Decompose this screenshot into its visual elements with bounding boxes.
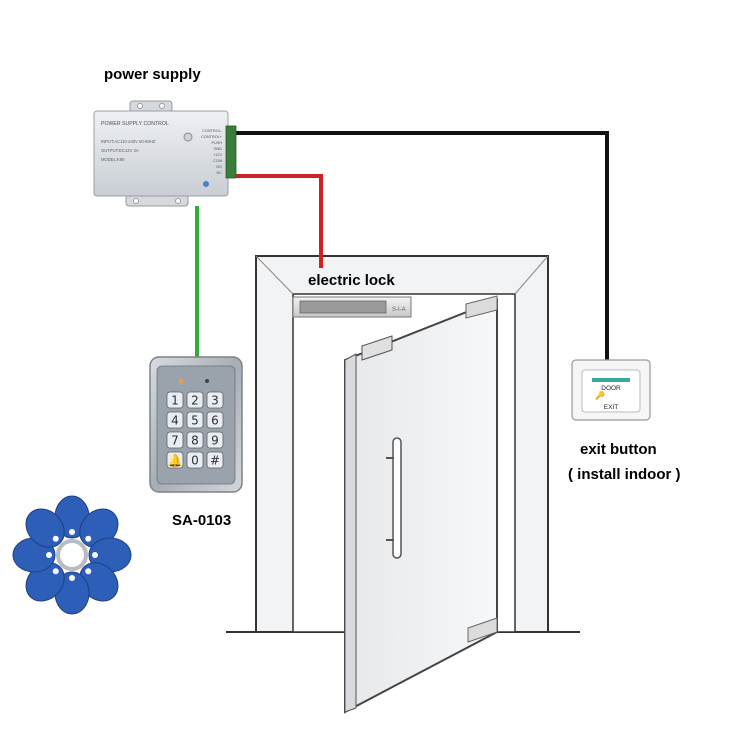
svg-text:MODEL:K80: MODEL:K80 (101, 157, 125, 162)
rfid-fob-icon (25, 508, 65, 548)
terminal-label: CONTROL- (202, 129, 223, 133)
terminal-label: NO (216, 165, 222, 169)
exit-plate-line2: EXIT (604, 404, 618, 411)
terminal-block (225, 125, 237, 179)
terminal-label: +12V (213, 153, 222, 157)
led-icon (179, 379, 183, 383)
led-icon (205, 379, 209, 383)
terminal-label: CONTROL+ (201, 135, 223, 139)
keypad-key[interactable] (206, 391, 224, 409)
keypad-key-label: 3 (211, 394, 219, 408)
label-keypad-model: SA-0103 (172, 512, 232, 529)
keypad-key-label: # (210, 454, 220, 468)
key-icon: 🔑 (595, 390, 605, 400)
keypad-key-label: 7 (171, 434, 179, 448)
keypad-key[interactable] (166, 411, 184, 429)
electric-lock-device: S-I-A (292, 296, 412, 318)
keypad-key[interactable] (206, 411, 224, 429)
armature-plate (361, 335, 393, 361)
svg-text:OUTPUT:DC12V 3A: OUTPUT:DC12V 3A (101, 148, 139, 153)
keypad-key-label: 2 (191, 394, 199, 408)
keypad-key-label: 5 (191, 414, 199, 428)
keypad-key-label: 9 (211, 434, 219, 448)
label-power-supply: power supply (104, 66, 201, 83)
door-handle (392, 437, 402, 559)
keypad-key[interactable] (166, 391, 184, 409)
exit-plate-line1: DOOR (601, 385, 621, 392)
adjust-knob-icon (183, 132, 193, 142)
wire-red (232, 174, 323, 268)
keypad-key[interactable] (186, 451, 204, 469)
keypad-key[interactable] (186, 391, 204, 409)
svg-text:S-I-A: S-I-A (392, 307, 406, 313)
keypad-key[interactable] (206, 451, 224, 469)
svg-text:INPUT:AC110-240V 50-60HZ: INPUT:AC110-240V 50-60HZ (101, 139, 156, 144)
power-supply-unit: POWER SUPPLY CONTROL INPUT:AC110-240V 50… (93, 100, 237, 207)
keypad-key-label: 🔔 (168, 454, 183, 468)
wiring (195, 131, 609, 360)
exit-button-device: DOOR 🔑 EXIT (571, 359, 651, 421)
keypad-key[interactable] (186, 431, 204, 449)
keypad-key-label: 8 (191, 434, 199, 448)
keypad-key[interactable] (166, 431, 184, 449)
keypad-key[interactable] (166, 451, 184, 469)
label-exit-button: exit button (580, 441, 657, 458)
door-leaf (344, 295, 498, 714)
terminal-label: GND (214, 147, 223, 151)
terminal-label: COM (213, 159, 222, 163)
keypad-key-label: 0 (191, 454, 199, 468)
wire-black (232, 131, 609, 360)
keypad-key[interactable] (206, 431, 224, 449)
svg-text:POWER SUPPLY CONTROL: POWER SUPPLY CONTROL (101, 121, 169, 127)
keypad-key-label: 6 (211, 414, 219, 428)
keypad-key-label: 4 (171, 414, 179, 428)
label-electric-lock: electric lock (308, 272, 395, 289)
terminal-label: PUSH (211, 141, 222, 145)
terminal-label: NC (217, 171, 223, 175)
label-install-indoor: ( install indoor ) (568, 466, 681, 483)
keypad-key[interactable] (186, 411, 204, 429)
key-ring-icon (56, 539, 88, 571)
rfid-key-fobs (12, 495, 132, 615)
brand-logo-icon (203, 181, 209, 187)
keypad-key-label: 1 (171, 394, 179, 408)
